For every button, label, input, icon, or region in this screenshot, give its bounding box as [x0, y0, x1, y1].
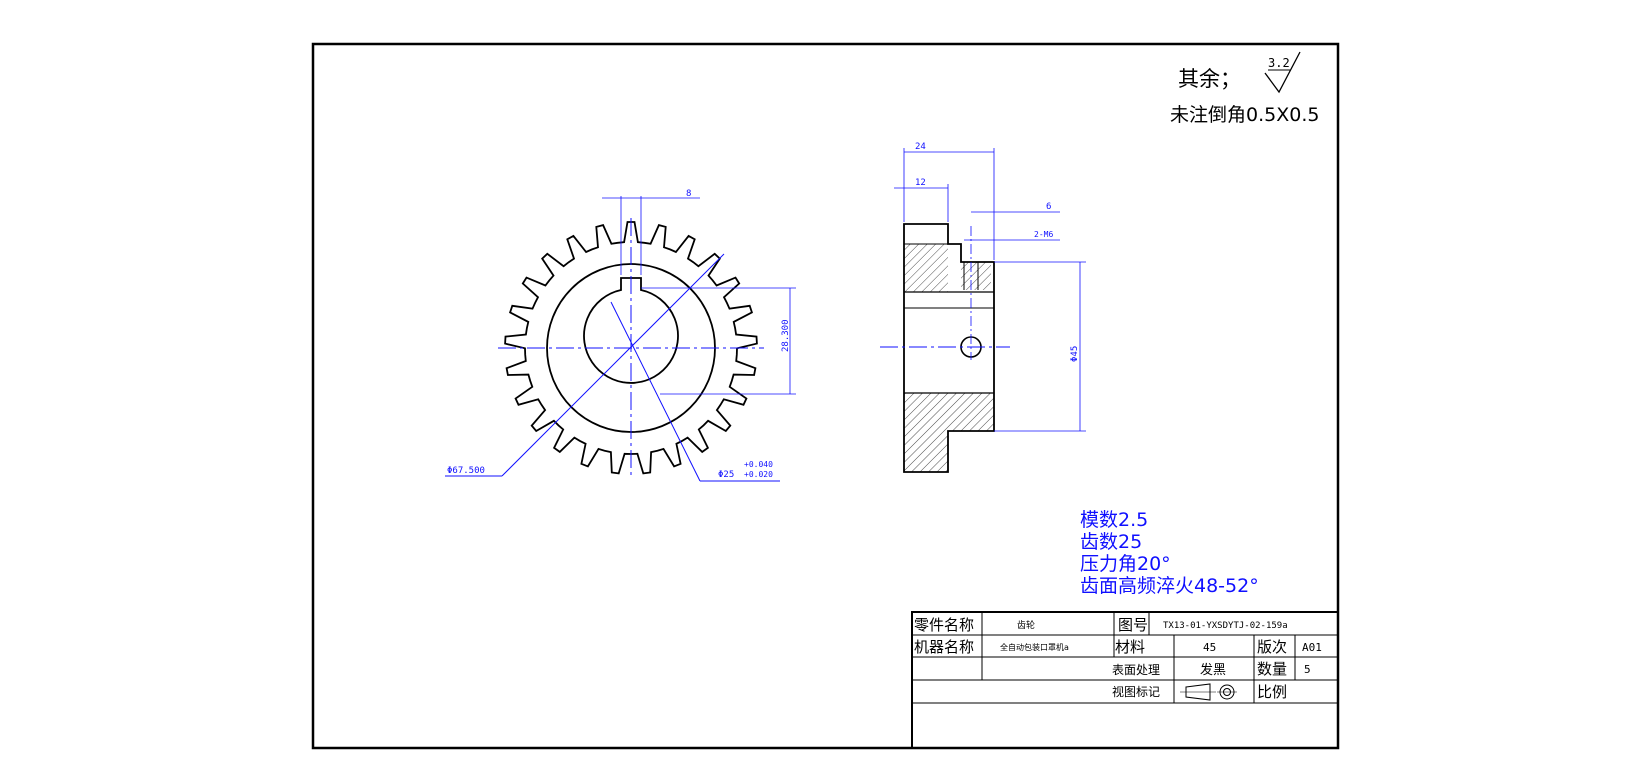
keyway-depth-label: 28.300 [781, 319, 791, 352]
gear-spec-notes: 模数2.5 齿数25 压力角20° 齿面高频淬火48-52° [1080, 509, 1259, 597]
keyway-width-label: 8 [686, 189, 691, 199]
revision: A01 [1302, 641, 1322, 654]
hole-offset-label: 6 [1046, 202, 1051, 212]
part-name: 齿轮 [1017, 619, 1035, 631]
part-name-label: 零件名称 [914, 616, 974, 634]
section-hatch-bottom [904, 393, 948, 472]
projection-symbol-icon [1180, 683, 1237, 701]
total-width-label: 24 [915, 142, 926, 152]
roughness-label: 其余； [1178, 67, 1241, 91]
roughness-symbol: 3.2 [1264, 51, 1301, 94]
bore-tolerance-lower: +0.020 [744, 470, 773, 479]
thread-label: 2-M6 [1034, 230, 1053, 239]
gear-width-label: 12 [915, 178, 926, 188]
section-hatch-top [904, 244, 948, 292]
bore-with-keyway [583, 277, 679, 384]
spec-treatment: 齿面高频淬火48-52° [1080, 575, 1259, 597]
machine-name: 全自动包装口罩机a [1000, 642, 1069, 652]
bore-tolerance-upper: +0.040 [744, 460, 773, 469]
drawing-no: TX13-01-YXSDYTJ-02-159a [1163, 621, 1288, 631]
chamfer-note: 未注倒角0.5X0.5 [1170, 104, 1319, 126]
material-label: 材料 [1115, 638, 1145, 656]
section-hatch-hub [948, 393, 994, 431]
machine-name-label: 机器名称 [914, 638, 974, 656]
drawing-no-label: 图号 [1118, 616, 1148, 634]
outer-diameter-label: Φ67.500 [447, 466, 485, 476]
material: 45 [1203, 641, 1216, 654]
quantity-label: 数量 [1257, 660, 1287, 678]
gear-side-view: 24 12 6 2-M6 Φ45 [880, 142, 1086, 473]
spec-teeth: 齿数25 [1080, 531, 1142, 553]
roughness-value: 3.2 [1268, 56, 1290, 70]
surface-label: 表面处理 [1112, 663, 1160, 677]
scale-label: 比例 [1257, 683, 1287, 701]
spec-pressure-angle: 压力角20° [1080, 553, 1171, 575]
gear-teeth-outline [504, 221, 758, 475]
outer-diameter-leader [501, 253, 725, 477]
surface: 发黑 [1200, 662, 1226, 678]
title-block: 零件名称 齿轮 图号 TX13-01-YXSDYTJ-02-159a 机器名称 … [911, 611, 1339, 749]
hub-diameter-label: Φ45 [1070, 346, 1080, 362]
quantity: 5 [1304, 663, 1311, 676]
bore-diameter-leader [610, 301, 701, 482]
view-mark-label: 视图标记 [1112, 684, 1160, 699]
spec-module: 模数2.5 [1080, 509, 1148, 531]
bore-diameter-label: Φ25 [718, 470, 734, 480]
gear-front-view: Φ67.500 Φ25 +0.040 +0.020 8 28.300 [445, 189, 796, 482]
revision-label: 版次 [1257, 638, 1287, 656]
section-hatch-hub-top [961, 262, 991, 290]
drawing-frame [311, 42, 1340, 750]
